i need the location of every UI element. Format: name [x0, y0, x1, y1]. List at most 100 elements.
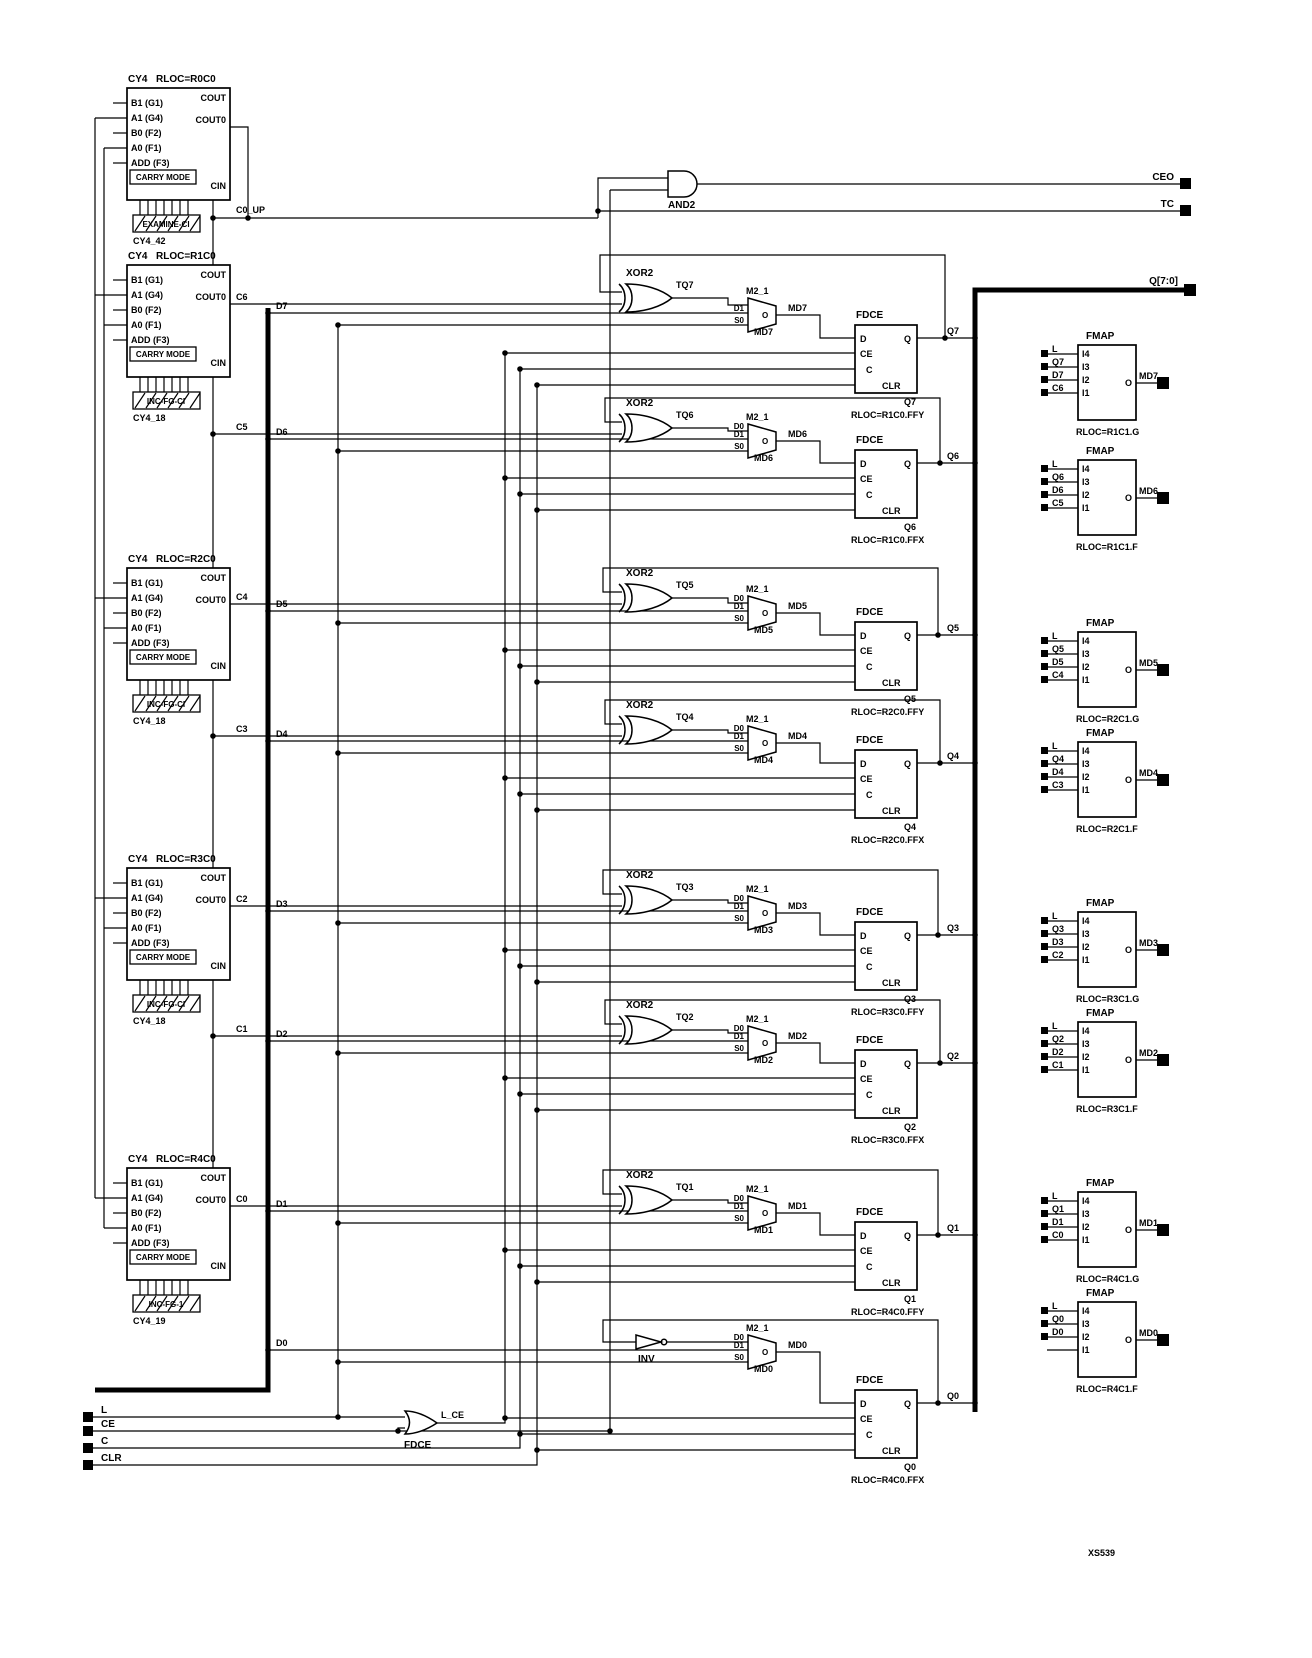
fdce-box: [854, 749, 918, 819]
fmap-in-label: L: [1052, 459, 1058, 469]
fdce-ce-pin: CE: [860, 1414, 873, 1424]
fdce-rloc-label: RLOC=R4C0.FFX: [851, 1475, 924, 1485]
cy4-rloc-label: RLOC=R2C0: [156, 554, 216, 565]
fdce-ce-pin: CE: [860, 1074, 873, 1084]
mux-o-label: O: [762, 909, 768, 918]
md-net-label: MD6: [754, 453, 773, 463]
mux-in-label: S0: [734, 316, 744, 325]
fdce-c-pin: C: [866, 365, 873, 375]
cy4-pin-label: B0 (F2): [131, 608, 162, 618]
fdce-clr-pin: CLR: [882, 1106, 901, 1116]
fmap-pin-label: I2: [1082, 490, 1090, 500]
fmap-o-label: O: [1125, 378, 1132, 388]
fdce-d-pin: D: [860, 759, 867, 769]
cy4-cout-label: COUT: [201, 873, 227, 883]
fdce-c-pin: C: [866, 1262, 873, 1272]
fmap-pin-label: I3: [1082, 929, 1090, 939]
cy4-pin-label: B0 (F2): [131, 908, 162, 918]
mux-m2-1: [747, 423, 777, 459]
carry-mode-name-box: [132, 214, 201, 233]
q-instance-label: Q0: [904, 1462, 916, 1472]
fdce-clr-pin: CLR: [882, 978, 901, 988]
clr-terminal: [83, 1460, 93, 1470]
cy4-cout0-label: COUT0: [195, 895, 226, 905]
ce-input-label: CE: [101, 1419, 115, 1430]
cy4-pin-label: ADD (F3): [131, 938, 170, 948]
mux-in-label: S0: [734, 914, 744, 923]
mux-in-label: D0: [734, 594, 745, 603]
carry-mode-name-box: [132, 1294, 201, 1313]
fmap-o-label: O: [1125, 945, 1132, 955]
mux-o-label: O: [762, 311, 768, 320]
carry-mode-box: [129, 346, 197, 362]
cy4-pin-label: A0 (F1): [131, 1223, 162, 1233]
xor2-gate: [624, 885, 674, 915]
fdce-clr-pin: CLR: [882, 1278, 901, 1288]
cy4-pin-label: B0 (F2): [131, 1208, 162, 1218]
cy4-instance-label: CY4_18: [133, 1016, 166, 1026]
fdce-box: [854, 324, 918, 394]
mux-m2-1: [747, 1195, 777, 1231]
q-instance-label: Q5: [904, 694, 916, 704]
md-net-label: MD1: [788, 1201, 807, 1211]
fdce-box: [854, 621, 918, 691]
mux-in-label: D1: [734, 602, 745, 611]
fmap-rloc-label: RLOC=R3C1.F: [1076, 1104, 1138, 1114]
cy4-title: CY4: [128, 554, 148, 565]
fmap-in-label: Q0: [1052, 1314, 1064, 1324]
fmap-o-label: O: [1125, 775, 1132, 785]
fmap-pin-label: I2: [1082, 1222, 1090, 1232]
md-net-label: MD5: [754, 625, 773, 635]
fmap-pin-label: I3: [1082, 362, 1090, 372]
and2-label: AND2: [668, 200, 696, 211]
cy4-pin-label: ADD (F3): [131, 335, 170, 345]
bit4-stage: XOR2 TQ4 M2_1 D0 D1 S0 O MD4 MD4 FDCE D …: [626, 700, 1169, 845]
fmap-pin-label: I4: [1082, 1026, 1090, 1036]
mux-in-label: D1: [734, 430, 745, 439]
fdce-q-pin: Q: [904, 1231, 911, 1241]
mux-in-label: S0: [734, 744, 744, 753]
fmap-box: [1077, 911, 1137, 988]
c-terminal: [83, 1443, 93, 1453]
carry-mode-name: INC-FG-CI: [147, 700, 185, 709]
fmap-in-label: C6: [1052, 383, 1064, 393]
xor2-label: XOR2: [626, 1000, 654, 1011]
md-net-label: MD4: [788, 731, 807, 741]
cy4-pin-label: B1 (G1): [131, 578, 163, 588]
fmap-pin-label: I3: [1082, 649, 1090, 659]
fmap-in-label: C3: [1052, 780, 1064, 790]
fmap-in-label: C0: [1052, 1230, 1064, 1240]
fdce-c-pin: C: [866, 662, 873, 672]
cy4-block-1: CY4 RLOC=R1C0 B1 (G1) A1 (G4) B0 (F2) A0…: [126, 251, 231, 423]
md-terminal: [1157, 377, 1169, 389]
carry-net-label: C3: [236, 724, 248, 734]
fmap-pin-label: I2: [1082, 942, 1090, 952]
bit1-stage: XOR2 TQ1 M2_1 D0 D1 S0 O MD1 MD1 FDCE D …: [626, 1170, 1169, 1317]
fmap-in-label: C5: [1052, 498, 1064, 508]
fmap-title: FMAP: [1086, 1008, 1115, 1019]
fdce-rloc-label: RLOC=R2C0.FFX: [851, 835, 924, 845]
fmap-in-label: Q1: [1052, 1204, 1064, 1214]
inv-bubble: [660, 1338, 668, 1346]
fmap-pin-label: I3: [1082, 759, 1090, 769]
d-net-label: D1: [276, 1199, 288, 1209]
fmap-box: [1077, 344, 1137, 421]
carry-mode-name: INC-FG-CI: [147, 397, 185, 406]
fdce-d-pin: D: [860, 1059, 867, 1069]
md-net-label: MD3: [788, 901, 807, 911]
fmap-in-label: C2: [1052, 950, 1064, 960]
fmap-o-label: O: [1125, 493, 1132, 503]
cy4-pin-label: A1 (G4): [131, 893, 163, 903]
fmap-title: FMAP: [1086, 618, 1115, 629]
fdce-box: [854, 1389, 918, 1459]
cy4-instance-label: CY4_18: [133, 716, 166, 726]
cy4-pin-label: A1 (G4): [131, 593, 163, 603]
fdce-q-pin: Q: [904, 459, 911, 469]
load-ce-gate-label: FDCE: [404, 1440, 432, 1451]
fmap-in-label: C1: [1052, 1060, 1064, 1070]
md-net-label: MD5: [788, 601, 807, 611]
cy4-rloc-label: RLOC=R3C0: [156, 854, 216, 865]
carry-mode-name-box: [132, 994, 201, 1013]
fdce-rloc-label: RLOC=R2C0.FFY: [851, 707, 924, 717]
